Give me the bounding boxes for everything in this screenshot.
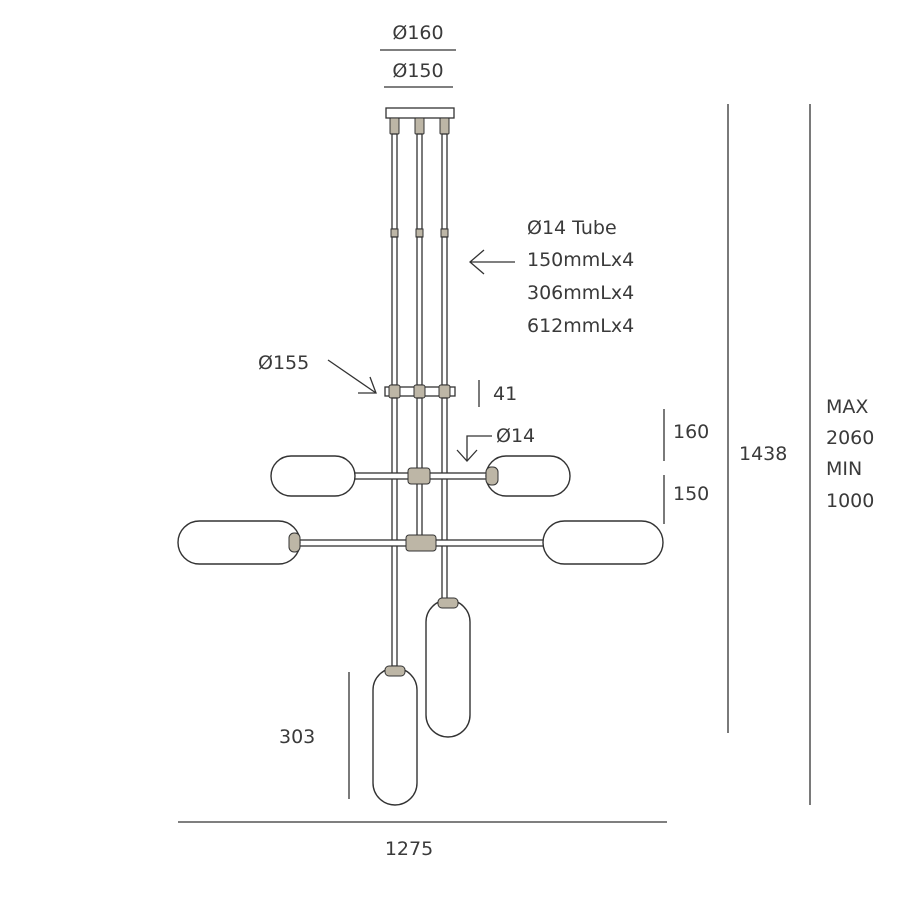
lower-shade-left xyxy=(177,520,301,565)
min-value: 1000 xyxy=(826,490,874,512)
tube-left-mid xyxy=(391,236,398,386)
lower-arm-assembly xyxy=(177,520,664,565)
tube-spec-line-1: 150mmLx4 xyxy=(527,249,634,271)
hub-clamp-right xyxy=(438,384,451,399)
vertical-shade-left-cap xyxy=(384,665,406,677)
tube-middle-upper xyxy=(416,133,423,230)
hub-ring xyxy=(384,384,456,399)
rod-right-lower xyxy=(441,397,448,601)
upper-shade-left xyxy=(270,455,356,497)
canopy-inner-label: Ø150 xyxy=(392,60,443,82)
shade-length-dimension: 303 xyxy=(279,672,350,799)
ceiling-canopy xyxy=(385,107,455,135)
rod-middle-lower xyxy=(416,397,423,472)
upper-arm-coupler xyxy=(407,467,431,485)
upper-shade-height-label: 160 xyxy=(673,421,709,443)
vertical-shade-right-cap xyxy=(437,597,459,609)
vertical-shade-right xyxy=(425,599,471,738)
min-label: MIN xyxy=(826,458,862,480)
canopy-outer-label: Ø160 xyxy=(392,22,443,44)
max-value: 2060 xyxy=(826,427,874,449)
lower-arm-coupler xyxy=(405,534,437,552)
tube-right-upper xyxy=(441,133,448,230)
overall-height-label: 1438 xyxy=(739,443,787,465)
hub-diameter-arrow xyxy=(327,359,377,394)
upper-arm-assembly xyxy=(270,455,571,497)
canopy-connector-right xyxy=(439,117,450,135)
hub-diameter-annotation: Ø155 xyxy=(258,352,377,394)
overall-height-dimension: 1438 xyxy=(727,104,787,733)
vertical-shade-left xyxy=(372,667,418,806)
tube-left-upper xyxy=(391,133,398,230)
shade-height-dimensions: 160 150 xyxy=(663,409,709,524)
hub-clamp-left xyxy=(388,384,401,399)
hub-height-annotation: 41 xyxy=(478,380,517,407)
canopy-plate xyxy=(385,107,455,119)
lower-shade-right xyxy=(542,520,664,565)
tube-spec-annotation: Ø14 Tube 150mmLx4 306mmLx4 612mmLx4 xyxy=(469,217,634,337)
upper-shade-right-cap xyxy=(485,466,499,486)
tube-middle-joint xyxy=(415,228,424,238)
lower-shade-height-label: 150 xyxy=(673,483,709,505)
arm-diameter-annotation: Ø14 xyxy=(456,425,535,462)
tube-spec-arrow xyxy=(469,249,515,275)
tube-left-joint xyxy=(390,228,399,238)
tube-spec-title: Ø14 Tube xyxy=(527,217,617,239)
canopy-connector-left xyxy=(389,117,400,135)
tube-right-mid xyxy=(441,236,448,386)
rod-left-lower xyxy=(391,397,398,667)
lower-shade-left-cap xyxy=(288,532,301,553)
rod-middle-drop xyxy=(416,481,423,537)
tube-spec-line-3: 612mmLx4 xyxy=(527,315,634,337)
tube-spec-line-2: 306mmLx4 xyxy=(527,282,634,304)
max-label: MAX xyxy=(826,396,868,418)
upper-shade-right xyxy=(485,455,571,497)
hub-diameter-label: Ø155 xyxy=(258,352,309,374)
arm-diameter-arrow xyxy=(456,435,492,462)
vertical-shades xyxy=(372,597,471,806)
canopy-dimensions: Ø160 Ø150 xyxy=(380,22,456,88)
shade-length-label: 303 xyxy=(279,726,315,748)
suspension-tubes xyxy=(390,133,449,386)
canopy-connector-middle xyxy=(414,117,425,135)
overall-width-label: 1275 xyxy=(385,838,433,860)
tube-right-joint xyxy=(440,228,449,238)
hub-clamp-middle xyxy=(413,384,426,399)
overall-width-dimension: 1275 xyxy=(178,821,667,860)
arm-diameter-label: Ø14 xyxy=(496,425,535,447)
max-min-height-dimension: MAX 2060 MIN 1000 xyxy=(809,104,874,805)
hub-height-label: 41 xyxy=(493,383,517,405)
tube-middle-mid xyxy=(416,236,423,386)
